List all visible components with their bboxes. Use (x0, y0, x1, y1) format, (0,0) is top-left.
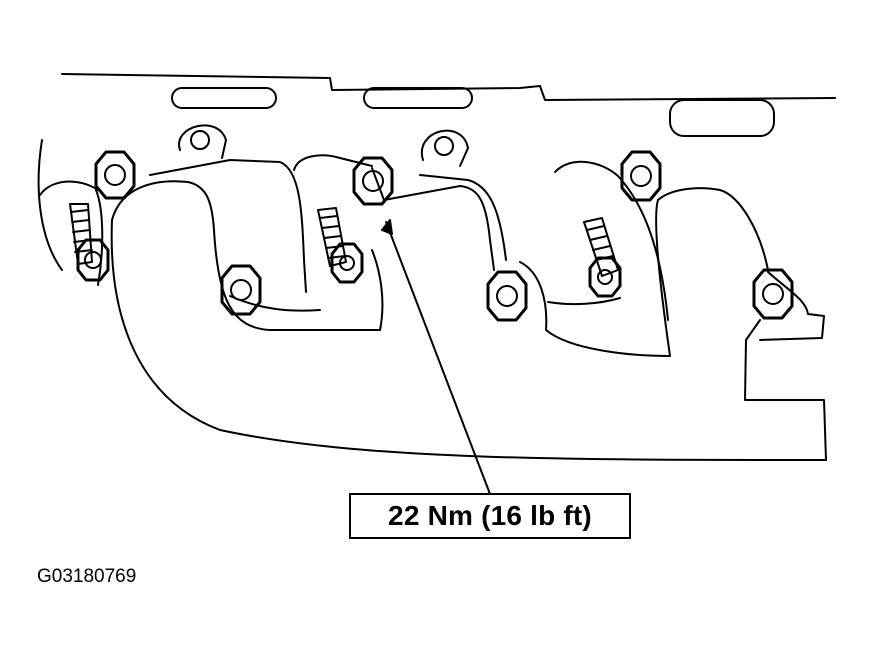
torque-spec-callout: 22 Nm (16 lb ft) (349, 493, 631, 539)
figure-id-label: G03180769 (37, 566, 137, 587)
leader-line (381, 219, 491, 495)
hex-nut-icon (76, 150, 794, 322)
mounting-tab (178, 124, 469, 167)
cylinder-head-outline (61, 73, 836, 137)
threaded-stud-icon (69, 203, 619, 277)
exhaust-manifold-body (37, 139, 827, 461)
